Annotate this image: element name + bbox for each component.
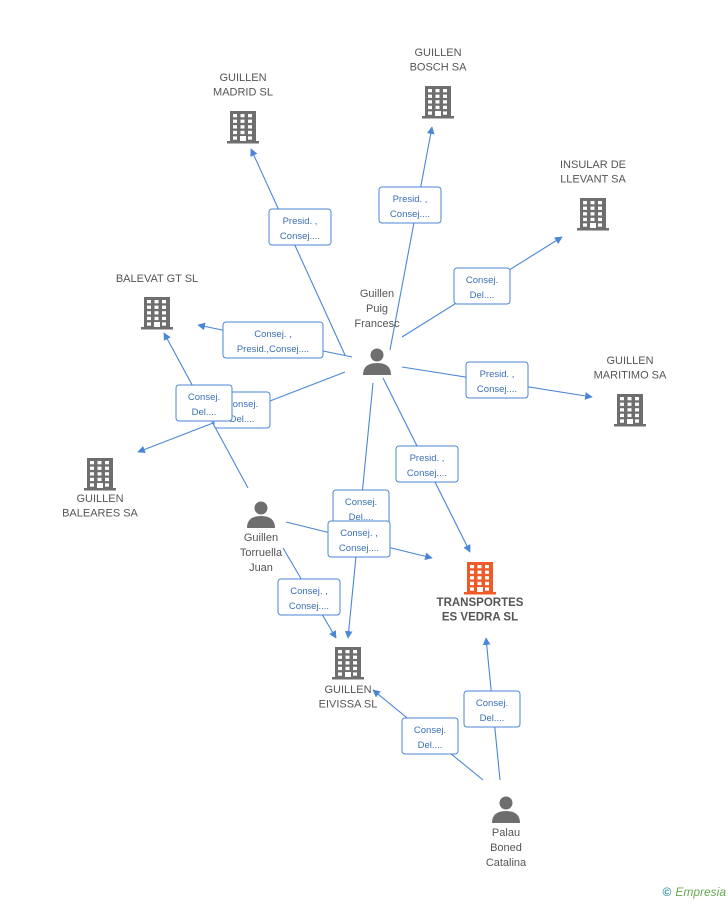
node-label: GUILLEN	[606, 355, 653, 367]
node-label: MARITIMO SA	[594, 370, 667, 382]
relation-label[interactable]: Presid. , Consej....	[395, 445, 459, 483]
relation-text: Del....	[349, 512, 374, 523]
building-icon	[84, 458, 116, 491]
node-label: MADRID SL	[213, 87, 273, 99]
relation-text: Del....	[230, 414, 255, 425]
node-label: Francesc	[354, 318, 400, 330]
building-icon	[614, 394, 646, 427]
node-label: LLEVANT SA	[560, 174, 626, 186]
relation-text: Consej. ,	[254, 329, 292, 340]
relation-label[interactable]: Consej. Del....	[453, 267, 511, 305]
relation-label[interactable]: Consej. Del....	[463, 690, 521, 728]
relation-text: Presid. ,	[410, 453, 445, 464]
node-label: Guillen	[360, 288, 394, 300]
relation-label[interactable]: Consej. , Consej....	[327, 520, 391, 558]
relation-text: Consej....	[390, 209, 430, 220]
relation-text: Del....	[480, 713, 505, 724]
relation-text: Presid. ,	[393, 194, 428, 205]
relation-text: Del....	[418, 740, 443, 751]
relation-label[interactable]: Presid. , Consej....	[465, 361, 529, 399]
node-label: Juan	[249, 562, 273, 574]
node-label: EIVISSA SL	[319, 699, 378, 711]
relation-text: Presid.,Consej....	[237, 344, 309, 355]
building-icon	[227, 111, 259, 144]
node-label: Torruella	[240, 547, 283, 559]
relation-label[interactable]: Consej. , Presid.,Consej....	[222, 321, 324, 359]
relation-text: Consej.	[345, 497, 377, 508]
person-icon	[247, 501, 275, 528]
building-icon	[464, 562, 496, 595]
relation-text: Del....	[470, 290, 495, 301]
brand-name: Empresia	[675, 885, 726, 899]
relation-text: Del....	[192, 407, 217, 418]
relation-label[interactable]: Consej. , Consej....	[277, 578, 341, 616]
footer-brand: © Empresia	[662, 885, 726, 899]
relation-label[interactable]: Presid. , Consej....	[378, 186, 442, 224]
node-transportes[interactable]: TRANSPORTES ES VEDRA SL	[437, 562, 524, 624]
building-icon	[422, 86, 454, 119]
building-icon	[141, 297, 173, 330]
relation-text: Consej.	[188, 392, 220, 403]
building-icon	[332, 647, 364, 680]
node-guillen-bosch[interactable]: GUILLEN BOSCH SA	[410, 47, 468, 119]
node-label: GUILLEN	[414, 47, 461, 59]
node-guillen-baleares[interactable]: GUILLEN BALEARES SA	[62, 458, 139, 520]
relation-text: Consej....	[289, 601, 329, 612]
node-guillen-maritimo[interactable]: GUILLEN MARITIMO SA	[594, 355, 667, 427]
connection-edge	[250, 148, 346, 356]
node-label: BALEARES SA	[62, 508, 138, 520]
node-label: Catalina	[486, 857, 527, 869]
node-label: INSULAR DE	[560, 159, 626, 171]
person-icon	[363, 348, 391, 375]
node-label: Palau	[492, 827, 520, 839]
building-icon	[577, 198, 609, 231]
node-label: GUILLEN	[324, 684, 371, 696]
relation-text: Consej....	[407, 468, 447, 479]
relation-label[interactable]: Consej. Del....	[175, 384, 233, 422]
relation-text: Presid. ,	[480, 369, 515, 380]
relation-text: Consej. ,	[290, 586, 328, 597]
node-label: BALEVAT GT SL	[116, 273, 198, 285]
node-label: TRANSPORTES	[437, 597, 524, 609]
node-guillen-eivissa[interactable]: GUILLEN EIVISSA SL	[319, 647, 378, 711]
node-insular-llevant[interactable]: INSULAR DE LLEVANT SA	[560, 159, 626, 231]
relation-label[interactable]: Consej. Del....	[401, 717, 459, 755]
relation-text: Consej. ,	[340, 528, 378, 539]
node-label: BOSCH SA	[410, 62, 468, 74]
relation-text: Consej.	[226, 399, 258, 410]
relation-text: Consej....	[339, 543, 379, 554]
relation-text: Consej.	[414, 725, 446, 736]
node-balevat[interactable]: BALEVAT GT SL	[116, 273, 198, 330]
node-label: ES VEDRA SL	[442, 612, 518, 624]
relation-text: Presid. ,	[283, 216, 318, 227]
connection-edge	[389, 126, 435, 351]
node-label: GUILLEN	[76, 493, 123, 505]
node-guillen-madrid[interactable]: GUILLEN MADRID SL	[213, 72, 273, 144]
relation-text: Consej.	[466, 275, 498, 286]
relation-label[interactable]: Consej. Del....	[332, 489, 390, 527]
relation-text: Consej....	[280, 231, 320, 242]
node-label: Boned	[490, 842, 522, 854]
relation-text: Consej.	[476, 698, 508, 709]
relation-label[interactable]: Presid. , Consej....	[268, 208, 332, 246]
person-icon	[492, 796, 520, 823]
relation-text: Consej....	[477, 384, 517, 395]
node-label: Guillen	[244, 532, 278, 544]
copyright-symbol: ©	[662, 885, 672, 899]
node-label: GUILLEN	[219, 72, 266, 84]
node-label: Puig	[366, 303, 388, 315]
